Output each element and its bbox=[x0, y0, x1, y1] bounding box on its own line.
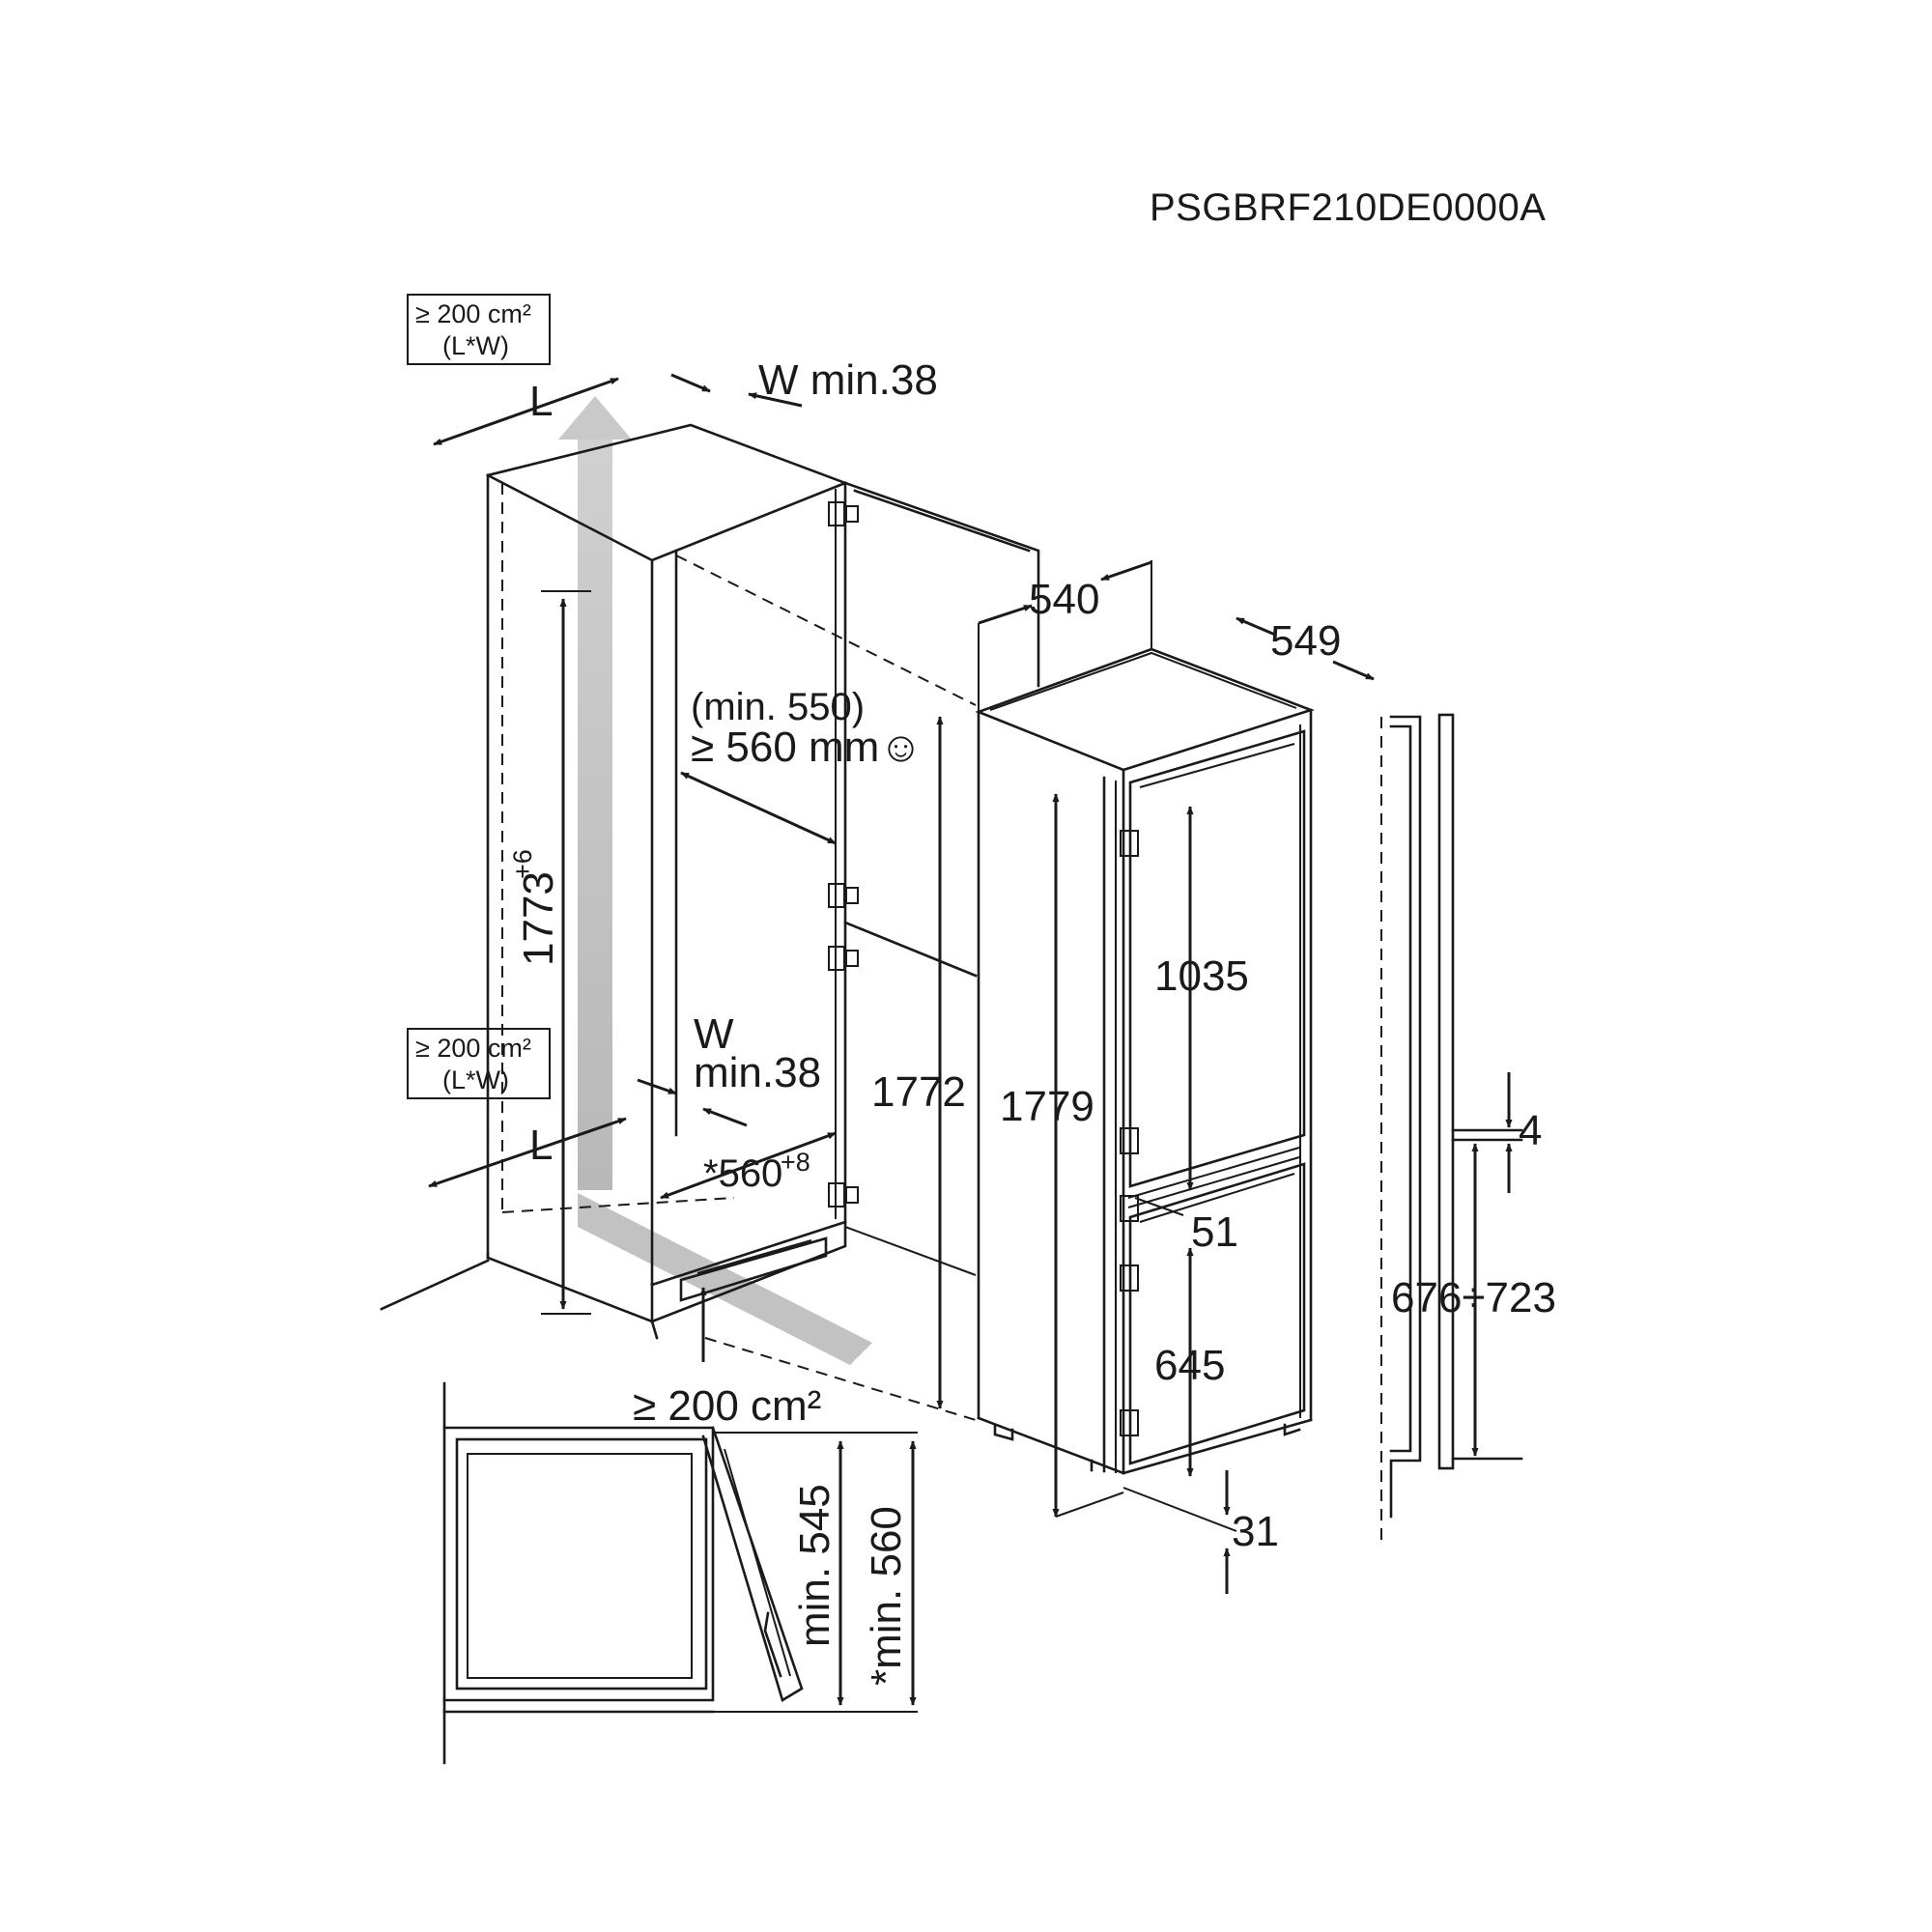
vent-bottom-width: W bbox=[694, 1010, 734, 1058]
niche-hinge-mid2 bbox=[828, 946, 859, 971]
vent-bottom-box bbox=[407, 1028, 551, 1099]
niche-depth-min-alt: (min. 550) bbox=[691, 686, 865, 728]
vent-top-width: W min.38 bbox=[758, 356, 938, 404]
appliance-hinge-4 bbox=[1120, 1264, 1139, 1292]
upper-door-dim: 1035 bbox=[1154, 806, 1249, 1191]
appliance-body-height-dim: 1772 bbox=[871, 716, 966, 1409]
door-fixing-range-value: 676÷723 bbox=[1391, 1274, 1556, 1321]
gap-value: 51 bbox=[1191, 1208, 1238, 1256]
appliance-hinge-3 bbox=[1120, 1195, 1139, 1222]
section-min-545: min. 545 bbox=[791, 1484, 838, 1647]
door-fixing-detail: 4 676÷723 bbox=[1380, 713, 1556, 1544]
section-detail: min. 545 *min. 560 bbox=[442, 1381, 918, 1765]
niche-depth-dim: (min. 550) ≥ 560 mm ☺ bbox=[680, 686, 923, 845]
appliance-depth-dim: 549 bbox=[1236, 616, 1375, 681]
niche-height-dim: 1773 +6 bbox=[508, 590, 591, 1315]
vent-top-area-formula: (L*W) bbox=[442, 331, 509, 360]
lower-door-value: 645 bbox=[1154, 1342, 1225, 1389]
niche-height-tolerance: +6 bbox=[508, 849, 537, 879]
vent-top-box bbox=[407, 294, 551, 365]
niche-width-value: *560 bbox=[703, 1152, 782, 1195]
appliance-width-value: 540 bbox=[1029, 576, 1099, 623]
niche-depth-min: ≥ 560 mm bbox=[691, 724, 879, 771]
bottom-offset-dim: 31 bbox=[1122, 1470, 1279, 1594]
vent-bottom: ≥ 200 cm² (L*W) L W min.38 bbox=[407, 1010, 821, 1188]
niche-width-dim: *560 +8 bbox=[660, 1131, 837, 1200]
vent-top-length: L bbox=[529, 378, 553, 425]
smiley-icon: ☺ bbox=[879, 724, 923, 771]
lower-door-dim: 645 bbox=[1154, 1247, 1225, 1477]
appliance bbox=[975, 647, 1315, 1475]
appliance-hinge-5 bbox=[1120, 1409, 1139, 1436]
niche-cabinet bbox=[380, 423, 1040, 1421]
gap-dim: 51 bbox=[1134, 1197, 1238, 1256]
upper-door-value: 1035 bbox=[1154, 952, 1249, 1000]
niche-hinge-mid1 bbox=[828, 883, 859, 908]
section-min-560: *min. 560 bbox=[863, 1506, 910, 1686]
model-code: PSGBRF210DE0000A bbox=[1150, 186, 1546, 229]
vent-bottom-area: ≥ 200 cm² bbox=[415, 1034, 531, 1063]
airflow-arrow bbox=[558, 396, 872, 1365]
appliance-hinge-1 bbox=[1120, 830, 1139, 857]
vent-top-area: ≥ 200 cm² bbox=[415, 299, 531, 328]
appliance-width-dim: 540 bbox=[978, 560, 1152, 712]
niche-hinge-bottom bbox=[828, 1182, 859, 1208]
niche-width-tolerance: +8 bbox=[781, 1148, 810, 1177]
plinth-vent: ≥ 200 cm² bbox=[633, 1287, 821, 1430]
vent-bottom-width-min: min.38 bbox=[694, 1049, 821, 1096]
bottom-offset-value: 31 bbox=[1232, 1508, 1279, 1555]
appliance-hinge-2 bbox=[1120, 1127, 1139, 1154]
vent-bottom-area-formula: (L*W) bbox=[442, 1065, 509, 1094]
niche-height-value: 1773 bbox=[515, 871, 562, 966]
door-fixing-gap-value: 4 bbox=[1519, 1107, 1542, 1154]
appliance-total-height-dim: 1779 bbox=[1000, 793, 1124, 1518]
plinth-vent-area: ≥ 200 cm² bbox=[633, 1382, 821, 1430]
vent-top: ≥ 200 cm² (L*W) L W min.38 bbox=[407, 294, 938, 446]
vent-bottom-length: L bbox=[529, 1122, 553, 1169]
appliance-body-height-value: 1772 bbox=[871, 1068, 966, 1116]
appliance-total-height-value: 1779 bbox=[1000, 1083, 1094, 1130]
niche-hinge-top bbox=[828, 501, 859, 526]
appliance-depth-value: 549 bbox=[1270, 617, 1341, 665]
